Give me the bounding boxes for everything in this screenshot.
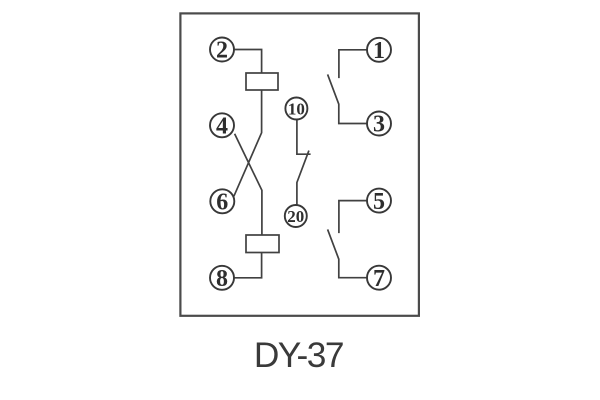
svg-text:3: 3 xyxy=(373,112,385,138)
svg-text:1: 1 xyxy=(373,38,385,64)
svg-text:8: 8 xyxy=(216,266,228,292)
svg-text:7: 7 xyxy=(373,266,385,292)
svg-text:6: 6 xyxy=(216,190,228,216)
svg-text:DY-37: DY-37 xyxy=(254,336,343,375)
svg-text:10: 10 xyxy=(288,99,305,118)
svg-text:5: 5 xyxy=(373,189,385,215)
svg-text:20: 20 xyxy=(287,207,304,226)
svg-text:2: 2 xyxy=(216,38,228,64)
svg-text:4: 4 xyxy=(216,114,228,140)
